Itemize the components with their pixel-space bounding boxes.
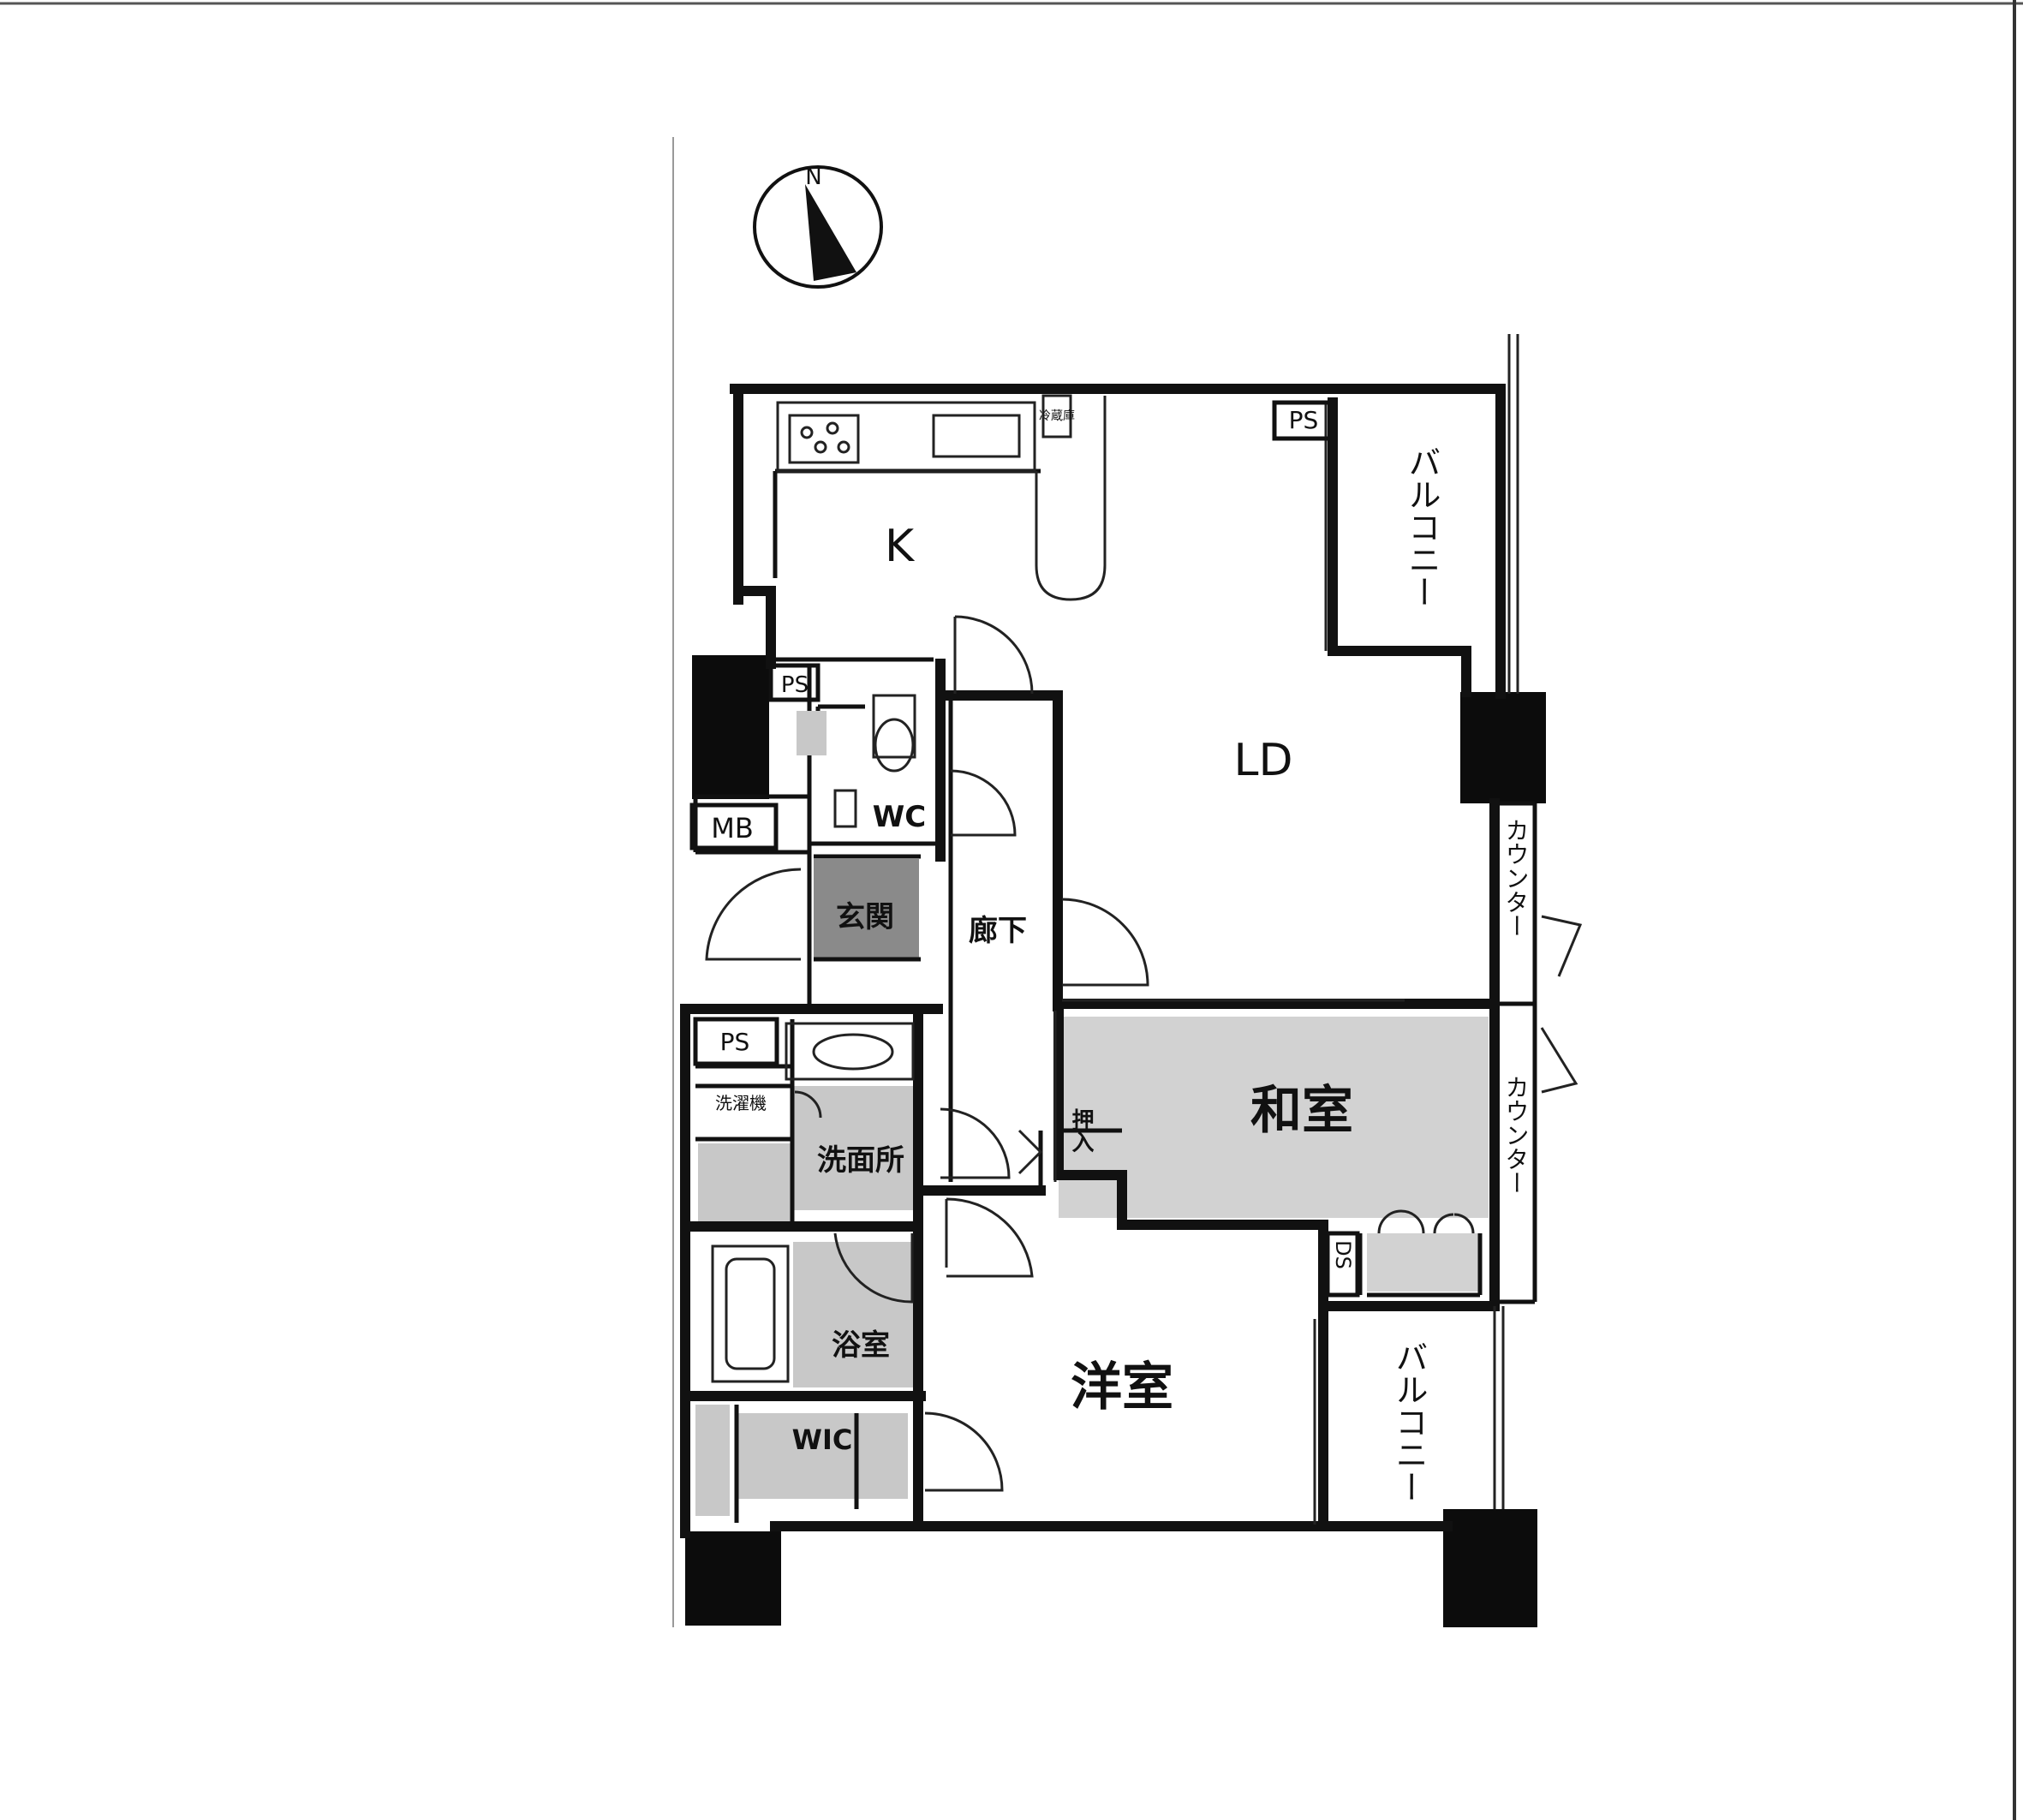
compass-circle [753,165,883,289]
door-wc[interactable] [950,769,1017,837]
room-label-wic: WIC [792,1423,853,1456]
room-label-hallway: 廊下 [969,914,1027,948]
window-counter-top [1541,915,1583,977]
door-ld[interactable] [953,615,1034,695]
pillar [685,1531,781,1626]
pillar [692,655,769,799]
balcony-label-bottom: バルコニー [1390,1340,1428,1503]
room-label-toilet: WC [873,800,926,834]
kitchen-counter: 冷蔵庫 [776,394,1107,601]
ps-label-kitchen: PS [1289,406,1319,434]
refrigerator-space [1041,394,1072,439]
sink-icon [932,414,1021,458]
ps-label-washroom: PS [720,1028,750,1056]
door-wic[interactable] [924,1411,1004,1492]
pillar [1443,1509,1537,1627]
washbasin-icon [812,1033,894,1071]
cooktop-icon [788,414,860,464]
japanese-room-floor [1059,1017,1489,1218]
ds-box [1325,1231,1360,1298]
entrance-floor [814,859,919,959]
room-label-living-dining: LD [1233,735,1292,786]
pillar [1460,692,1546,803]
compass-north-label: N [805,164,821,190]
ps-box-toilet [768,663,821,702]
washroom-floor [793,1086,917,1210]
refrigerator-label: 冷蔵庫 [1039,409,1075,423]
room-label-entrance: 玄関 [836,900,894,934]
island-counter [1035,396,1107,601]
door-tokonoma[interactable] [1377,1209,1475,1234]
wet-fixtures [711,1022,915,1383]
wc-basin [833,789,857,828]
toilet-tank [872,694,916,759]
toilet-bowl-icon [874,718,915,773]
outer-walls [680,384,1506,1538]
room-label-washroom: 洗面所 [817,1143,904,1178]
toilet-sink [797,711,827,755]
room-label-meter-box: MB [711,812,754,844]
door-washroom-laundry[interactable] [794,1090,822,1119]
window-counter-bottom [1540,1027,1578,1094]
door-oshiire[interactable] [1017,1129,1043,1175]
ps-box-washroom [693,1017,779,1066]
door-bath[interactable] [833,1232,914,1304]
mb-box [689,803,779,850]
ps-label-toilet: PS [781,672,809,698]
wic-floor [737,1413,908,1499]
room-label-kitchen: K [885,521,916,572]
room-label-japanese: 和室 [1250,1081,1353,1141]
compass-needle-icon [805,184,856,281]
counter-label-top: カウンター [1502,818,1531,938]
doors [705,615,1583,1492]
room-label-ds: DS [1331,1240,1355,1269]
door-hall-to-ld[interactable] [1061,898,1149,987]
bathroom-floor [793,1242,917,1387]
bathtub-inner [725,1257,776,1370]
laundry-floor [698,1143,791,1222]
door-western-room[interactable] [945,1197,1034,1278]
tokonoma-floor [1367,1233,1478,1292]
bathtub-icon [711,1244,790,1383]
room-label-bathroom: 浴室 [832,1328,890,1363]
ps-box-kitchen [1272,400,1335,441]
counter-label-bottom: カウンター [1502,1075,1531,1195]
room-label-western: 洋室 [1071,1358,1173,1417]
compass: N [753,164,883,289]
exterior-rails [1053,334,1537,1525]
door-entrance[interactable] [705,868,802,961]
room-label-laundry: 洗濯機 [715,1093,767,1113]
wic-shelf [695,1405,730,1516]
balcony-label-top: バルコニー [1403,445,1441,608]
toilet-fixture [797,694,916,828]
room-label-closet: 押入 [1068,1108,1094,1153]
door-washroom[interactable] [940,1107,1011,1179]
vanity-counter [785,1022,915,1081]
